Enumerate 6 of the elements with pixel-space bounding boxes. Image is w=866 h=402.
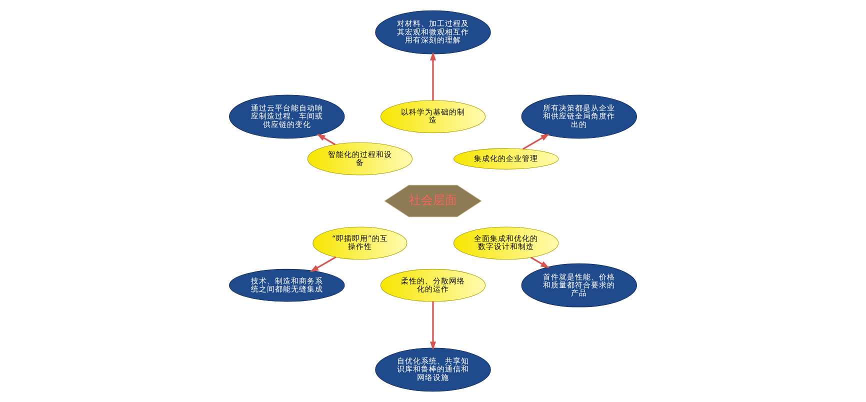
arrow [430,52,436,101]
arrow [522,134,550,150]
arrow [530,256,550,268]
arrow [316,134,336,146]
arrow [430,301,436,350]
arrow [310,256,336,272]
